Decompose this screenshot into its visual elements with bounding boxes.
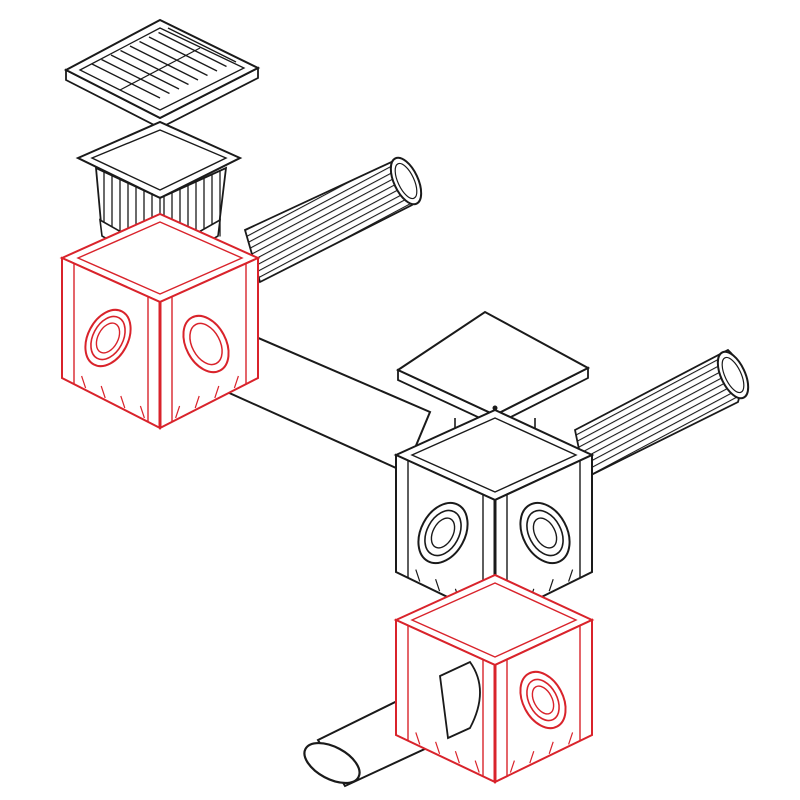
solid-cover [395, 310, 591, 426]
knockout-right [519, 670, 567, 730]
catch-basin-black-middle [393, 408, 595, 622]
red-bottom-ribs [407, 625, 581, 777]
extension-riser-red-bottom [393, 573, 595, 784]
red-top-ribs [73, 263, 247, 422]
knockout-left [84, 308, 132, 368]
grate [63, 18, 261, 130]
knockout-right [519, 501, 571, 565]
corrugated-pipe-back-left [243, 156, 423, 284]
catch-basin-red-top-left [59, 212, 261, 430]
grate-slots [91, 27, 237, 99]
knockout-left [417, 501, 469, 565]
corrugated-pipe-right [573, 348, 750, 480]
knockout-right [182, 314, 230, 374]
